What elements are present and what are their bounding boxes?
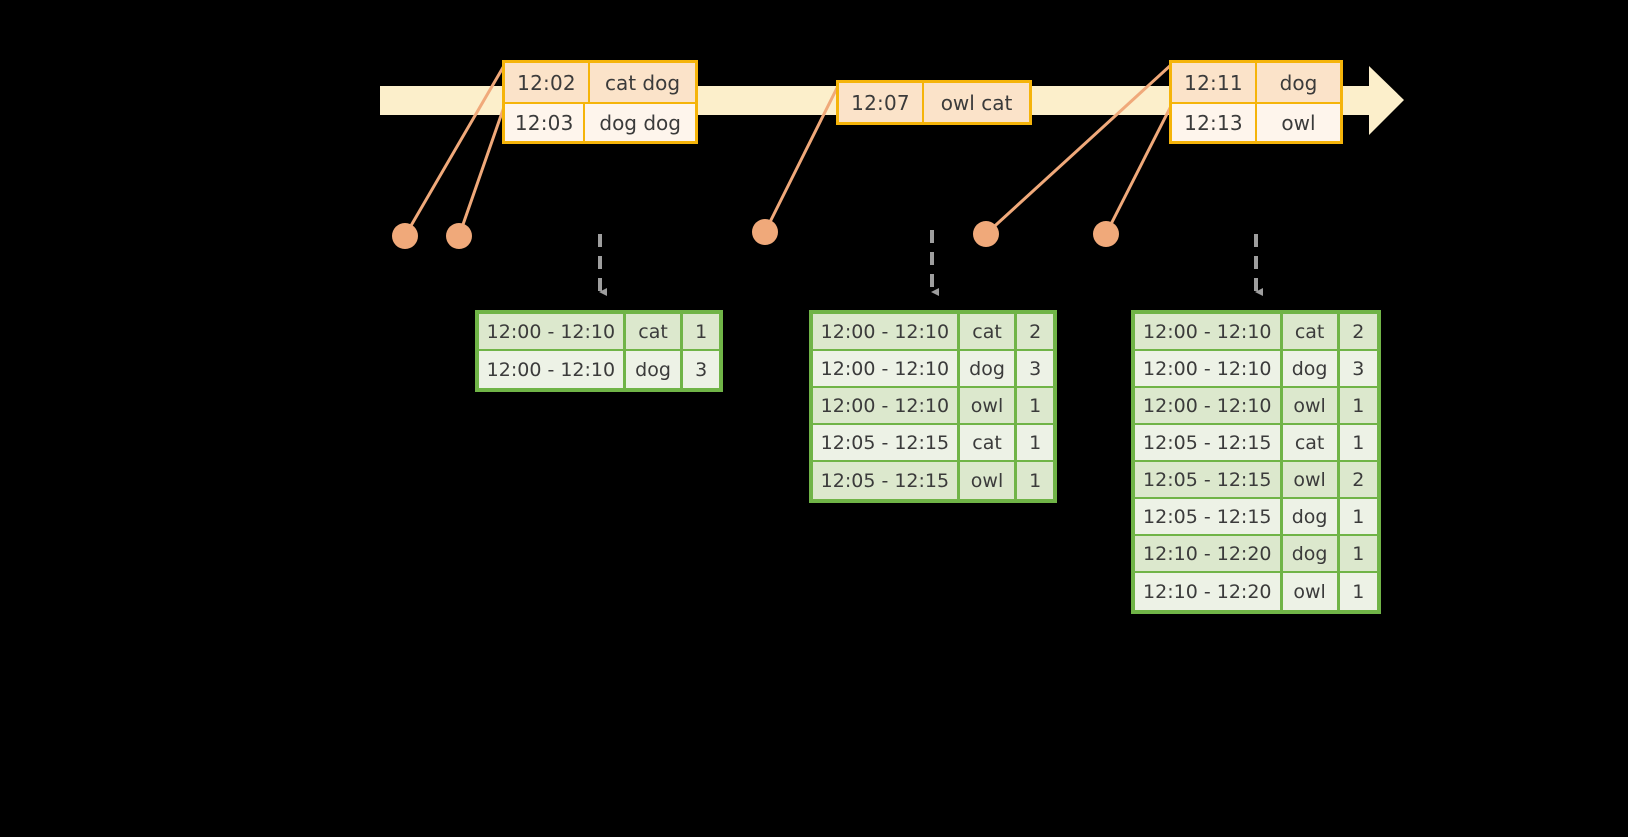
word-cell: owl [1283, 573, 1340, 610]
event-words: dog dog [599, 110, 681, 135]
count-cell: 1 [1029, 469, 1042, 492]
window-cell: 12:10 - 12:20 [1135, 573, 1283, 610]
count-cell: 1 [1352, 542, 1365, 565]
count-cell: 3 [695, 358, 708, 381]
word-cell: owl [960, 388, 1018, 423]
result-table-2[interactable]: 12:00 - 12:10 cat 2 12:00 - 12:10 dog 3 … [809, 310, 1057, 503]
count-cell: 1 [1352, 580, 1365, 603]
table-row: 12:00 - 12:10 dog 3 [813, 351, 1053, 388]
window-cell: 12:05 - 12:15 [813, 425, 960, 460]
connector-1 [403, 63, 507, 237]
count-cell: 1 [1352, 431, 1365, 454]
word-cell: dog [626, 351, 684, 388]
event-row: 12:13 owl [1172, 102, 1340, 141]
event-row: 12:03 dog dog [505, 102, 695, 141]
event-words: owl cat [940, 90, 1013, 115]
result-table-1[interactable]: 12:00 - 12:10 cat 1 12:00 - 12:10 dog 3 [475, 310, 723, 392]
event-dot-3 [752, 219, 778, 245]
count-cell: 3 [1029, 357, 1042, 380]
event-words: owl [1281, 110, 1316, 135]
count-cell: 1 [1029, 431, 1042, 454]
count-cell: 3 [1352, 357, 1365, 380]
event-dot-1 [392, 223, 418, 249]
window-cell: 12:00 - 12:10 [813, 388, 960, 423]
result-table-3[interactable]: 12:00 - 12:10 cat 2 12:00 - 12:10 dog 3 … [1131, 310, 1381, 614]
table-row: 12:00 - 12:10 cat 2 [813, 314, 1053, 351]
connector-3 [763, 81, 842, 233]
word-cell: cat [960, 425, 1018, 460]
word-cell: cat [626, 314, 684, 349]
word-cell: dog [1283, 351, 1340, 386]
event-dot-5 [1093, 221, 1119, 247]
word-cell: owl [960, 462, 1018, 499]
event-dots [392, 219, 1119, 249]
table-row: 12:00 - 12:10 cat 1 [479, 314, 719, 351]
count-cell: 1 [1352, 394, 1365, 417]
window-cell: 12:00 - 12:10 [1135, 388, 1283, 423]
word-cell: dog [1283, 536, 1340, 571]
event-words: cat dog [604, 70, 681, 95]
event-time: 12:11 [1172, 63, 1257, 102]
word-cell: dog [960, 351, 1018, 386]
table-row: 12:00 - 12:10 owl 1 [1135, 388, 1377, 425]
event-dot-4 [973, 221, 999, 247]
event-time: 12:13 [1172, 104, 1257, 141]
table-row: 12:00 - 12:10 cat 2 [1135, 314, 1377, 351]
count-cell: 1 [1352, 505, 1365, 528]
table-row: 12:05 - 12:15 dog 1 [1135, 499, 1377, 536]
table-row: 12:05 - 12:15 cat 1 [813, 425, 1053, 462]
count-cell: 2 [1352, 468, 1365, 491]
count-cell: 1 [695, 320, 708, 343]
event-words: dog [1279, 70, 1318, 95]
count-cell: 2 [1029, 320, 1042, 343]
count-cell: 2 [1352, 320, 1365, 343]
window-cell: 12:05 - 12:15 [1135, 499, 1283, 534]
event-box-2[interactable]: 12:07 owl cat [836, 80, 1032, 125]
window-cell: 12:05 - 12:15 [1135, 425, 1283, 460]
window-cell: 12:00 - 12:10 [479, 351, 626, 388]
word-cell: cat [960, 314, 1018, 349]
event-row: 12:02 cat dog [505, 63, 695, 102]
event-box-3[interactable]: 12:11 dog 12:13 owl [1169, 60, 1343, 144]
event-time: 12:03 [505, 104, 586, 141]
window-cell: 12:05 - 12:15 [1135, 462, 1283, 497]
window-cell: 12:00 - 12:10 [479, 314, 626, 349]
window-cell: 12:10 - 12:20 [1135, 536, 1283, 571]
window-cell: 12:00 - 12:10 [813, 314, 960, 349]
event-time: 12:07 [839, 83, 924, 122]
trigger-arrows [598, 230, 1263, 296]
event-dot-2 [446, 223, 472, 249]
word-cell: cat [1283, 314, 1340, 349]
window-cell: 12:00 - 12:10 [1135, 351, 1283, 386]
window-cell: 12:00 - 12:10 [813, 351, 960, 386]
table-row: 12:00 - 12:10 owl 1 [813, 388, 1053, 425]
table-row: 12:05 - 12:15 owl 2 [1135, 462, 1377, 499]
table-row: 12:00 - 12:10 dog 3 [479, 351, 719, 388]
window-cell: 12:05 - 12:15 [813, 462, 960, 499]
window-cell: 12:00 - 12:10 [1135, 314, 1283, 349]
event-time: 12:02 [505, 63, 590, 102]
count-cell: 1 [1029, 394, 1042, 417]
table-row: 12:10 - 12:20 dog 1 [1135, 536, 1377, 573]
word-cell: dog [1283, 499, 1340, 534]
table-row: 12:05 - 12:15 owl 1 [813, 462, 1053, 499]
table-row: 12:00 - 12:10 dog 3 [1135, 351, 1377, 388]
word-cell: owl [1283, 388, 1340, 423]
connector-2 [457, 103, 507, 237]
word-cell: cat [1283, 425, 1340, 460]
event-row: 12:11 dog [1172, 63, 1340, 102]
word-cell: owl [1283, 462, 1340, 497]
event-box-1[interactable]: 12:02 cat dog 12:03 dog dog [502, 60, 698, 144]
event-row: 12:07 owl cat [839, 83, 1029, 122]
table-row: 12:05 - 12:15 cat 1 [1135, 425, 1377, 462]
connector-5 [1104, 103, 1174, 235]
table-row: 12:10 - 12:20 owl 1 [1135, 573, 1377, 610]
